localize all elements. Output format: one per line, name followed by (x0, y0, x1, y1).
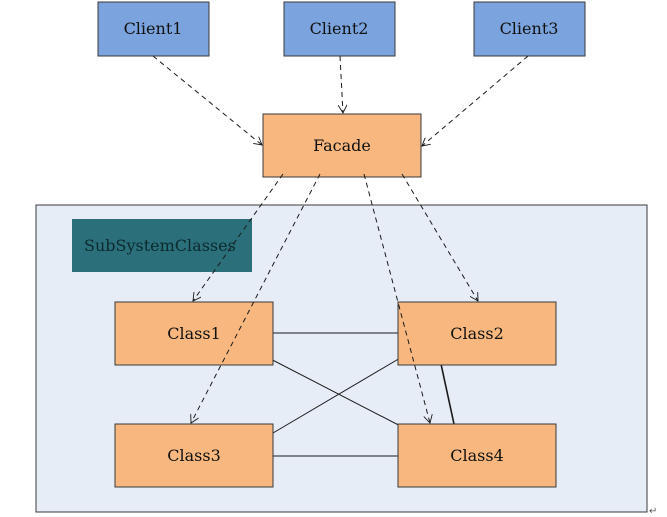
client-box-2: Client2 (283, 1, 396, 57)
class-box-1: Class1 (114, 301, 274, 366)
facade-label: Facade (313, 136, 371, 155)
class-label: Class4 (450, 446, 504, 465)
subsystem-label: SubSystemClasses (84, 236, 236, 255)
dep-facade-class1 (193, 173, 284, 301)
client-label: Client1 (124, 19, 183, 38)
dep-facade-class2 (401, 173, 478, 301)
subsystem-label-box (72, 219, 252, 272)
corner-mark: ↵ (649, 506, 657, 517)
client-box-1: Client1 (97, 1, 210, 57)
class-label: Class2 (450, 324, 504, 343)
dep-facade-class4 (363, 173, 430, 423)
class-label: Class1 (167, 324, 221, 343)
facade-box: Facade (262, 113, 422, 178)
assoc-class2-class4 (440, 363, 455, 425)
dep-client2-facade (340, 55, 343, 113)
client-label: Client2 (310, 19, 369, 38)
dep-facade-class3 (191, 173, 321, 423)
dep-client3-facade (422, 55, 529, 146)
assoc-class1-class4 (258, 352, 413, 433)
class-label: Class3 (167, 446, 221, 465)
client-box-3: Client3 (473, 1, 586, 57)
class-box-3: Class3 (114, 423, 274, 488)
client-label: Client3 (500, 19, 559, 38)
class-box-2: Class2 (397, 301, 557, 366)
class-box-4: Class4 (397, 423, 557, 488)
assoc-class3-class2 (272, 350, 413, 434)
dep-client1-facade (152, 55, 262, 145)
